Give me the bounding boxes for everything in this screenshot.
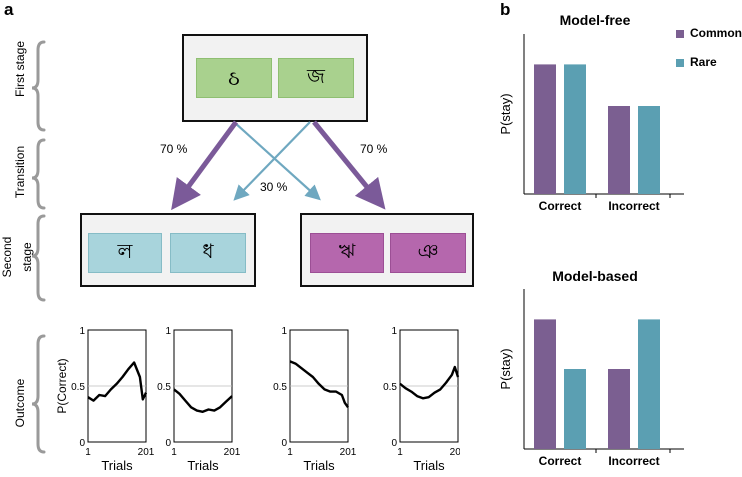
second-stage-right-option-1[interactable]: ঋ — [310, 233, 384, 273]
panel-a-letter: a — [4, 0, 14, 19]
label-second-stage-line2: stage — [20, 242, 34, 272]
x-tick-label-end: 201 — [138, 447, 155, 458]
bar-rare-incorrect — [638, 319, 660, 449]
rare-arrow-to-right — [233, 121, 321, 201]
y-tick-label: 0.5 — [273, 382, 287, 393]
bar-common-correct — [534, 319, 556, 449]
legend-swatch-common — [676, 30, 684, 38]
label-transition: Transition — [13, 145, 27, 199]
y-tick-label: 1 — [391, 326, 397, 337]
y-tick-label: 0 — [165, 438, 171, 449]
bar-common-incorrect — [608, 369, 630, 449]
x-tick-label-end: 201 — [340, 447, 357, 458]
x-tick-label-start: 1 — [287, 447, 293, 458]
outcome-line-4 — [399, 365, 460, 400]
x-axis-label: Trials — [187, 458, 219, 473]
x-tick-label-end: 201 — [224, 447, 241, 458]
chart-title-model-free: Model-free — [559, 12, 631, 28]
first-stage-option-right[interactable]: জ — [278, 58, 354, 98]
label-left-common-probability: 70 % — [160, 142, 188, 156]
second-stage-right-option-2[interactable]: ঞ — [390, 233, 466, 273]
brace-first-stage — [31, 40, 46, 132]
label-right-common-probability: 70 % — [360, 142, 388, 156]
common-arrow-to-left — [171, 120, 239, 211]
y-axis-label: P(stay) — [498, 93, 513, 134]
first-stage-box: ઠ জ — [182, 34, 368, 122]
chart-title-model-based: Model-based — [552, 268, 638, 284]
legend-swatch-rare — [676, 59, 684, 67]
outcome-line-3 — [289, 360, 349, 408]
legend-label-rare: Rare — [690, 55, 717, 69]
y-tick-label: 0.5 — [157, 382, 171, 393]
second-stage-left-option-1[interactable]: ল — [88, 233, 162, 273]
x-tick-label-incorrect: Incorrect — [608, 454, 659, 468]
y-axis-label: P(Correct) — [55, 358, 69, 413]
label-second-stage-line1: Second — [0, 236, 14, 278]
x-tick-label-start: 1 — [171, 447, 177, 458]
x-tick-label-end: 201 — [450, 447, 460, 458]
second-stage-left-option-2[interactable]: ধ — [170, 233, 246, 273]
x-tick-label-incorrect: Incorrect — [608, 199, 659, 213]
x-axis-label: Trials — [303, 458, 335, 473]
x-tick-label-start: 1 — [397, 447, 403, 458]
bar-rare-correct — [564, 64, 586, 195]
y-tick-label: 0 — [281, 438, 287, 449]
x-axis-label: Trials — [101, 458, 133, 473]
y-tick-label: 0 — [391, 438, 397, 449]
label-outcome: Outcome — [13, 378, 27, 428]
x-tick-label-correct: Correct — [539, 454, 582, 468]
x-axis-label: Trials — [413, 458, 445, 473]
y-tick-label: 0.5 — [383, 382, 397, 393]
bar-rare-incorrect — [638, 106, 660, 194]
transition-arrows — [171, 120, 386, 211]
y-tick-label: 1 — [281, 326, 287, 337]
first-stage-option-left[interactable]: ઠ — [196, 58, 272, 98]
brace-outcome — [31, 334, 46, 454]
brace-second-stage — [31, 214, 46, 302]
y-tick-label: 1 — [79, 326, 85, 337]
stage-braces — [31, 40, 46, 454]
x-tick-label-correct: Correct — [539, 199, 582, 213]
bar-rare-correct — [564, 369, 586, 449]
y-tick-label: 1 — [165, 326, 171, 337]
second-stage-box-right: ঋ ঞ — [300, 213, 474, 287]
bar-common-correct — [534, 64, 556, 195]
x-tick-label-start: 1 — [85, 447, 91, 458]
brace-transition — [31, 138, 46, 210]
y-tick-label: 0.5 — [71, 382, 85, 393]
outcome-line-1 — [87, 361, 148, 402]
label-first-stage: First stage — [13, 41, 27, 98]
legend-label-common: Common — [690, 26, 742, 40]
panel-b-letter: b — [500, 0, 511, 19]
label-second-stage: Second — [0, 232, 14, 282]
label-rare-probability: 30 % — [260, 180, 288, 194]
y-tick-label: 0 — [79, 438, 85, 449]
second-stage-box-left: ল ধ — [80, 213, 256, 287]
bar-common-incorrect — [608, 106, 630, 194]
outcome-line-2 — [173, 388, 233, 414]
y-axis-label: P(stay) — [498, 348, 513, 389]
common-arrow-to-right — [312, 120, 386, 210]
bar-chart-model-based: P(stay) Correct Incorrect — [498, 289, 684, 468]
bar-chart-model-free: P(stay) Correct Incorrect — [498, 34, 684, 213]
